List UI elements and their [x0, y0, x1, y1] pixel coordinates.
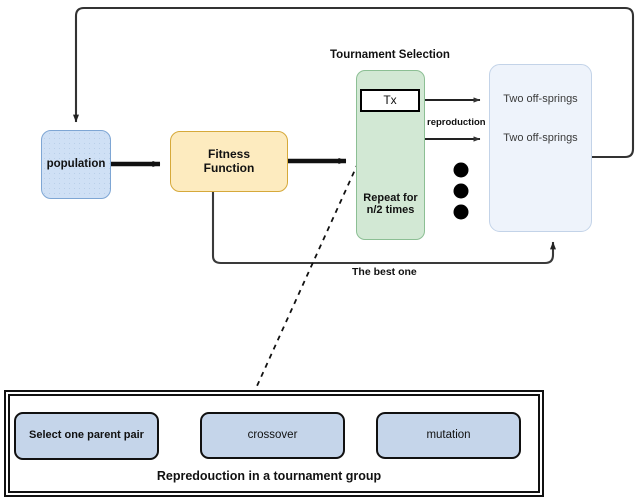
reproduction-panel-caption: Repredouction in a tournament group: [14, 467, 524, 485]
tournament-repeat-line2: n/2 times: [366, 204, 415, 217]
node-fitness-label-line2: Function: [203, 160, 255, 175]
node-fitness-label-line1: Fitness: [207, 146, 250, 161]
node-offspring-container[interactable]: [489, 64, 592, 232]
offspring-label-2: Two off-springs: [503, 132, 578, 144]
edge-label-best-one: The best one: [352, 266, 417, 278]
node-tx[interactable]: Tx: [360, 89, 420, 112]
reproduction-panel-caption-text: Repredouction in a tournament group: [156, 468, 382, 483]
node-fitness-function[interactable]: Fitness Function: [170, 131, 288, 192]
select-parent-label-line2: pair: [123, 429, 144, 442]
ellipsis-dot-2: [453, 183, 469, 199]
tournament-repeat-line1: Repeat for: [363, 191, 418, 204]
node-mutation[interactable]: mutation: [376, 412, 521, 459]
select-parent-label-line1: Select one parent: [29, 429, 121, 442]
node-tx-label: Tx: [383, 92, 397, 107]
ellipsis-dot-3: [453, 204, 469, 220]
node-population-label: population: [46, 157, 106, 170]
edge-label-reproduction: reproduction: [427, 117, 486, 128]
ellipsis-dot-1: [453, 162, 469, 178]
node-crossover[interactable]: crossover: [200, 412, 345, 459]
node-select-one-parent-pair[interactable]: Select one parent pair: [14, 412, 159, 460]
offspring-label-1: Two off-springs: [503, 93, 578, 105]
tournament-selection-title: Tournament Selection: [330, 48, 510, 64]
tournament-selection-title-text: Tournament Selection: [330, 49, 450, 62]
crossover-label: crossover: [247, 428, 298, 441]
mutation-label: mutation: [426, 428, 471, 441]
node-population[interactable]: population: [41, 130, 111, 199]
